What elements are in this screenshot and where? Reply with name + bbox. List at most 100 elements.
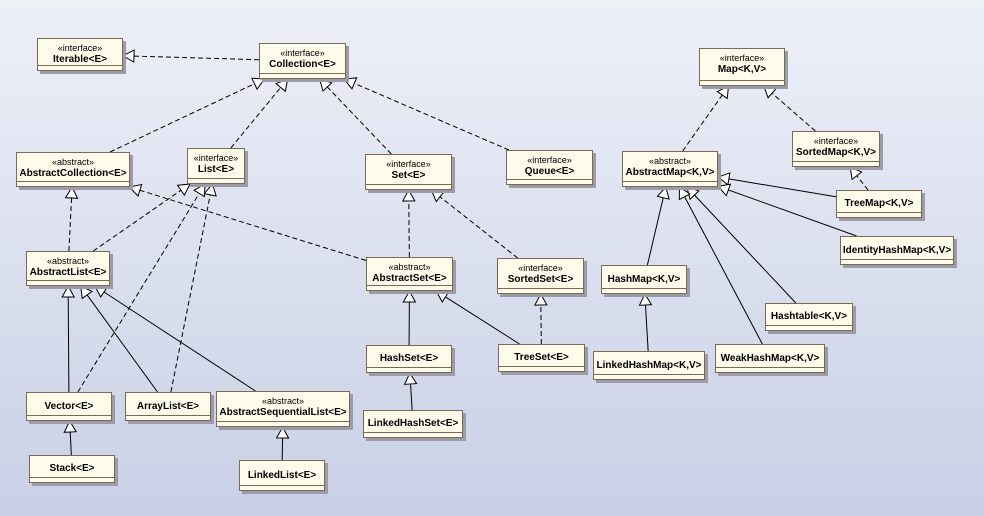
class-compartment-divider	[217, 421, 349, 422]
class-name: Stack<E>	[49, 463, 95, 474]
realization-line-treemap-to-sortedmap	[856, 175, 869, 191]
class-compartment-divider	[594, 374, 704, 375]
class-box-iterable[interactable]: «interface»Iterable<E>	[37, 38, 123, 71]
realization-line-set-to-collection	[326, 86, 392, 155]
realization-line-sortedset-to-set	[439, 196, 518, 259]
class-stereotype: «interface»	[719, 53, 765, 63]
class-compartment-divider	[700, 80, 784, 81]
class-box-hashmap[interactable]: HashMap<K,V>	[601, 265, 687, 294]
hollow-triangle-arrowhead	[63, 419, 78, 433]
realization-line-abstractset-to-abstractcollection	[139, 189, 367, 261]
inheritance-line-hashmap-to-abstractmap	[646, 197, 664, 266]
hollow-triangle-arrowhead	[762, 85, 777, 99]
class-box-linkedhashmap[interactable]: LinkedHashMap<K,V>	[593, 351, 705, 380]
hollow-triangle-arrowhead	[343, 77, 358, 90]
realization-line-abstractcollection-to-collection	[109, 83, 255, 153]
class-name: TreeSet<E>	[514, 352, 569, 363]
class-name: Set<E>	[391, 170, 426, 181]
hollow-triangle-arrowhead	[656, 185, 670, 200]
class-name: LinkedHashMap<K,V>	[596, 359, 702, 371]
class-name: TreeMap<K,V>	[844, 198, 914, 209]
class-compartment-divider	[837, 212, 921, 213]
class-name: AbstractMap<K,V>	[625, 167, 715, 178]
class-stereotype: «interface»	[386, 159, 431, 169]
realization-line-arraylist-to-list	[170, 194, 211, 393]
class-stereotype: «abstract»	[388, 262, 431, 272]
hollow-triangle-arrowhead	[717, 183, 732, 197]
inheritance-line-vector-to-abstractlist	[67, 296, 70, 393]
class-box-treemap[interactable]: TreeMap<K,V>	[836, 190, 922, 218]
hollow-triangle-arrowhead	[203, 182, 217, 197]
hollow-triangle-arrowhead	[176, 183, 191, 197]
hollow-triangle-arrowhead	[716, 85, 730, 100]
inheritance-line-linkedhashset-to-hashset	[410, 383, 413, 411]
realization-line-vector-to-list	[77, 193, 200, 393]
realization-line-abstractmap-to-map	[682, 94, 723, 152]
class-stereotype: «interface»	[193, 153, 239, 163]
class-compartment-divider	[188, 178, 244, 179]
class-box-set[interactable]: «interface»Set<E>	[365, 154, 452, 190]
class-box-arraylist[interactable]: ArrayList<E>	[125, 392, 211, 421]
class-box-linkedhashset[interactable]: LinkedHashSet<E>	[363, 410, 463, 438]
class-box-abstractcollection[interactable]: «abstract»AbstractCollection<E>	[16, 152, 130, 187]
class-compartment-divider	[716, 367, 824, 368]
class-box-sortedmap[interactable]: «interface»SortedMap<K,V>	[792, 131, 880, 167]
class-box-identityhashmap[interactable]: IdentityHashMap<K,V>	[840, 236, 954, 265]
hollow-triangle-arrowhead	[251, 77, 266, 91]
class-box-queue[interactable]: «interface»Queue<E>	[506, 150, 593, 185]
class-box-vector[interactable]: Vector<E>	[26, 392, 112, 421]
class-name: SortedMap<K,V>	[795, 147, 877, 158]
class-box-weakhashmap[interactable]: WeakHashMap<K,V>	[715, 344, 825, 373]
realization-line-list-to-collection	[230, 87, 282, 149]
class-stereotype: «interface»	[813, 136, 859, 146]
class-compartment-divider	[364, 432, 462, 433]
class-box-abstractset[interactable]: «abstract»AbstractSet<E>	[366, 257, 453, 291]
class-stereotype: «abstract»	[51, 157, 95, 167]
hollow-triangle-arrowhead	[402, 289, 417, 303]
hollow-triangle-arrowhead	[275, 425, 290, 439]
class-box-map[interactable]: «interface»Map<K,V>	[699, 48, 785, 86]
class-compartment-divider	[841, 259, 953, 260]
class-box-collection[interactable]: «interface»Collection<E>	[259, 43, 346, 79]
class-name: IdentityHashMap<K,V>	[842, 244, 952, 256]
class-compartment-divider	[507, 179, 592, 180]
class-box-abstractlist[interactable]: «abstract»AbstractList<E>	[26, 251, 110, 286]
class-box-list[interactable]: «interface»List<E>	[187, 148, 245, 184]
class-compartment-divider	[17, 181, 129, 182]
class-name: ArrayList<E>	[136, 400, 200, 412]
class-box-stack[interactable]: Stack<E>	[29, 455, 115, 483]
class-name: LinkedHashSet<E>	[367, 418, 459, 429]
class-stereotype: «interface»	[57, 43, 103, 53]
class-compartment-divider	[38, 65, 122, 66]
class-stereotype: «interface»	[527, 155, 572, 165]
class-name: SortedSet<E>	[507, 274, 574, 285]
hollow-triangle-arrowhead	[403, 371, 418, 385]
class-name: AbstractCollection<E>	[19, 168, 127, 179]
inheritance-line-arraylist-to-abstractlist	[86, 294, 158, 393]
hollow-triangle-arrowhead	[430, 189, 445, 203]
hollow-triangle-arrowhead	[64, 185, 79, 199]
class-box-hashset[interactable]: HashSet<E>	[366, 345, 452, 373]
class-name: AbstractSet<E>	[372, 273, 447, 284]
class-compartment-divider	[27, 415, 111, 416]
class-stereotype: «interface»	[518, 263, 563, 273]
class-box-abstractsequentiallist[interactable]: «abstract»AbstractSequentialList<E>	[216, 391, 350, 427]
class-name: Iterable<E>	[53, 54, 107, 65]
class-stereotype: «abstract»	[648, 156, 692, 166]
class-compartment-divider	[623, 181, 717, 182]
class-compartment-divider	[260, 73, 345, 74]
class-box-linkedlist[interactable]: LinkedList<E>	[239, 460, 325, 491]
class-compartment-divider	[30, 477, 114, 478]
inheritance-line-stack-to-vector	[69, 431, 72, 456]
hollow-triangle-arrowhead	[534, 292, 548, 306]
hollow-triangle-arrowhead	[716, 172, 731, 186]
class-name: Collection<E>	[269, 59, 336, 70]
hollow-triangle-arrowhead	[80, 285, 93, 300]
class-box-sortedset[interactable]: «interface»SortedSet<E>	[497, 258, 584, 294]
realization-line-collection-to-iterable	[133, 55, 260, 61]
class-box-treeset[interactable]: TreeSet<E>	[498, 344, 585, 372]
class-box-hashtable[interactable]: Hashtable<K,V>	[765, 303, 853, 331]
hollow-triangle-arrowhead	[401, 188, 416, 202]
class-box-abstractmap[interactable]: «abstract»AbstractMap<K,V>	[622, 151, 718, 187]
